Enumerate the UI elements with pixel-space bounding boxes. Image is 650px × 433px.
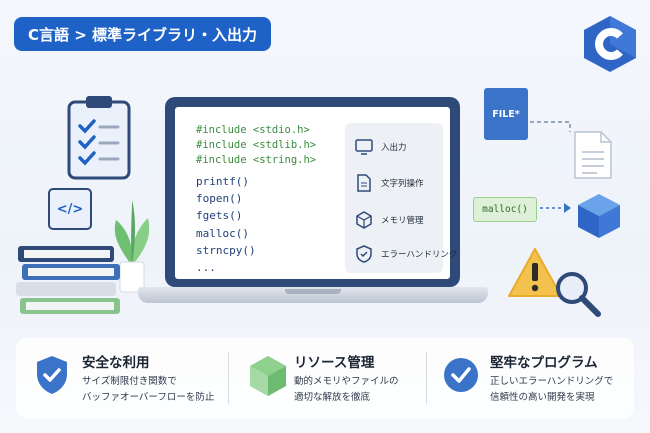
magnifier-icon xyxy=(556,272,601,317)
feature-desc-line: 信頼性の高い開発を実現 xyxy=(490,392,595,403)
include-line: #include <stdio.h> xyxy=(196,124,310,136)
page-title: C言語 > 標準ライブラリ・入出力 xyxy=(14,17,272,51)
include-line: #include <stdlib.h> xyxy=(196,139,317,151)
panel-item-string: 文字列操作 xyxy=(355,174,424,192)
clipboard-checklist-icon xyxy=(67,96,131,180)
function-line: printf() xyxy=(196,175,249,188)
function-line: fopen() xyxy=(196,192,243,206)
panel-item-label: 入出力 xyxy=(381,143,407,153)
feature-robust-program: 堅牢なプログラム 正しいエラーハンドリングで 信頼性の高い開発を実現 xyxy=(428,338,634,418)
laptop-base xyxy=(138,287,488,303)
books-stack-icon xyxy=(16,246,120,314)
monitor-icon xyxy=(355,139,373,155)
panel-item-label: エラーハンドリング xyxy=(381,250,458,260)
feature-desc-line: バッファオーバーフローを防止 xyxy=(82,392,215,403)
feature-desc-line: 動的メモリやファイルの xyxy=(294,376,399,387)
laptop-notch xyxy=(285,289,341,294)
panel-item-memory: メモリ管理 xyxy=(355,211,424,229)
function-line: strncpy() xyxy=(196,243,256,257)
panel-item-label: 文字列操作 xyxy=(381,179,424,189)
check-circle-icon xyxy=(444,358,478,392)
feature-desc-line: サイズ制限付き関数で xyxy=(82,376,177,387)
code-brackets-icon: </> xyxy=(48,188,92,230)
shield-check-icon xyxy=(356,245,372,263)
panel-item-error: エラーハンドリング xyxy=(355,245,457,263)
library-category-panel: 入出力 文字列操作 メモリ管理 エラーハンドリング xyxy=(345,123,457,273)
feature-title: リソース管理 xyxy=(294,355,375,371)
document-icon xyxy=(357,174,371,192)
malloc-tag: malloc() xyxy=(473,197,537,222)
cube-icon xyxy=(250,356,286,396)
include-line: #include <string.h> xyxy=(196,154,317,166)
plant-icon xyxy=(114,200,150,293)
divider xyxy=(228,352,229,404)
feature-strip: 安全な利用 サイズ制限付き関数で バッファオーバーフローを防止 リソース管理 動… xyxy=(16,338,634,418)
feature-desc: 正しいエラーハンドリングで 信頼性の高い開発を実現 xyxy=(490,374,613,406)
feature-desc: 動的メモリやファイルの 適切な解放を徹底 xyxy=(294,374,399,406)
text-document-icon xyxy=(574,131,612,179)
dashed-arrow-icon xyxy=(540,203,571,213)
file-pointer-icon: FILE* xyxy=(484,88,528,140)
shield-check-icon xyxy=(37,356,67,394)
panel-item-label: メモリ管理 xyxy=(381,216,424,226)
function-line: ... xyxy=(196,261,216,275)
warning-icon xyxy=(508,248,562,297)
memory-cube-icon xyxy=(578,194,620,238)
c-language-logo xyxy=(584,16,636,72)
feature-resource-management: リソース管理 動的メモリやファイルの 適切な解放を徹底 xyxy=(230,338,426,418)
code-editor: #include <stdio.h> #include <stdlib.h> #… xyxy=(175,107,457,279)
function-line: malloc() xyxy=(196,226,249,240)
feature-title: 堅牢なプログラム xyxy=(490,355,598,371)
laptop-screen: #include <stdio.h> #include <stdlib.h> #… xyxy=(165,97,460,287)
function-line: fgets() xyxy=(196,209,243,223)
feature-title: 安全な利用 xyxy=(82,355,150,371)
feature-safe-usage: 安全な利用 サイズ制限付き関数で バッファオーバーフローを防止 xyxy=(16,338,222,418)
divider xyxy=(426,352,427,404)
feature-desc-line: 正しいエラーハンドリングで xyxy=(490,376,614,387)
cube-icon xyxy=(356,211,372,229)
feature-desc-line: 適切な解放を徹底 xyxy=(294,392,371,403)
feature-desc: サイズ制限付き関数で バッファオーバーフローを防止 xyxy=(82,374,214,406)
panel-item-io: 入出力 xyxy=(355,139,407,155)
